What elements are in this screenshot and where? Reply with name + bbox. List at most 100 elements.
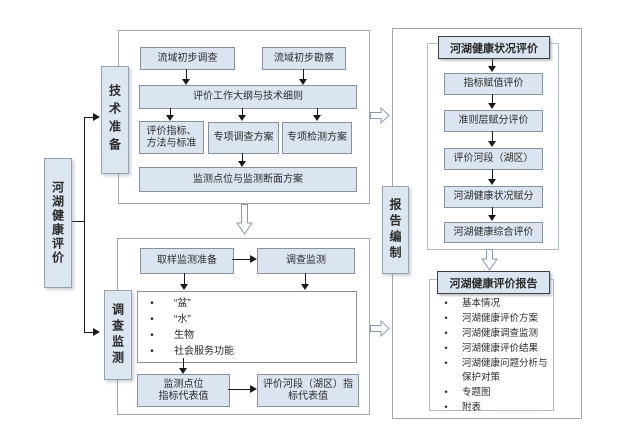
list-item: • 基本情况 (438, 297, 548, 311)
arrowhead-down (180, 284, 188, 290)
arrowhead-down (301, 284, 309, 290)
box-comprehensive-evaluation: 河湖健康综合评价 (444, 222, 543, 243)
arrowhead-down (488, 179, 496, 185)
connector-root-stem (70, 221, 84, 222)
box-preliminary-survey: 流域初步调查 (140, 47, 235, 70)
bullet-icon: • (444, 402, 448, 413)
stage-label-survey-monitoring: 调查监测 (104, 290, 132, 380)
arrowhead-down (488, 66, 496, 72)
list-item: • 生物 (144, 328, 362, 344)
box-special-survey-plan: 专项调查方案 (208, 122, 279, 154)
list-item-label: 社会服务功能 (174, 346, 234, 357)
box-health-status-score: 河湖健康状况赋分 (444, 186, 543, 208)
arrowhead-down (166, 115, 174, 121)
arrow-line (303, 69, 304, 79)
hollow-arrow-techprep-to-evaluation (370, 107, 390, 124)
arrow-line (186, 69, 187, 79)
list-item: • 专题图 (438, 386, 548, 400)
header-evaluation-report: 河湖健康评价报告 (437, 271, 550, 294)
bullet-icon: • (150, 330, 154, 341)
bullet-icon: • (150, 298, 154, 309)
list-item: • “盆” (144, 296, 362, 312)
arrow-line (183, 358, 184, 369)
arrow-line (317, 108, 318, 116)
root-node-river-lake-health-evaluation: 河湖健康评价 (44, 158, 72, 288)
list-item-label: 专题图 (462, 387, 491, 398)
arrowhead-down (313, 115, 321, 121)
bullet-icon: • (444, 298, 448, 309)
box-work-outline: 评价工作大纲与技术细则 (139, 85, 357, 109)
list-item-label: 河湖健康调查监测 (462, 328, 539, 339)
list-item: • 河湖健康问题分析与保护对策 (438, 357, 548, 385)
arrowhead-down (488, 141, 496, 147)
bullet-icon: • (444, 313, 448, 324)
arrow-line (492, 207, 493, 216)
arrowhead-down (238, 115, 246, 121)
list-item: •河湖健康评价方案 (438, 312, 548, 326)
bullet-icon: • (444, 343, 448, 354)
bullet-icon: • (444, 387, 448, 398)
arrowhead-to-survey (93, 328, 100, 336)
arrowhead-right (250, 385, 257, 393)
hollow-arrow-techprep-to-survey (236, 204, 253, 235)
arrow-line (170, 108, 171, 116)
arrow-line (228, 389, 250, 390)
list-item: • 河湖健康评价结果 (438, 342, 548, 356)
stage-label-report-compilation: 报告编制 (382, 186, 409, 274)
box-special-test-plan: 专项检测方案 (282, 122, 352, 154)
box-monitoring-plan: 监测点位与监测断面方案 (139, 167, 357, 192)
arrow-line (492, 58, 493, 67)
arrow-line (305, 273, 306, 285)
survey-aspect-list: • “盆” • “水” • 生物 • 社会服务功能 (144, 296, 362, 360)
list-item-label: 附表 (462, 402, 482, 413)
box-criteria-layer-scoring: 准则层赋分评价 (444, 110, 543, 132)
report-contents-panel (429, 279, 554, 411)
arrow-line (492, 131, 493, 142)
arrow-line (492, 169, 493, 180)
connector-to-survey (84, 332, 94, 333)
arrowhead-down (488, 103, 496, 109)
stage-label-tech-preparation: 技术准备 (101, 66, 129, 174)
arrow-line (492, 94, 493, 104)
box-reach-indicator-values: 评价河段（湖区）指 标代表值 (257, 374, 359, 407)
arrow-line (242, 153, 243, 162)
list-item: • 社会服务功能 (144, 344, 362, 360)
arrowhead-down (179, 368, 187, 374)
box-indicators-methods: 评价指标、 方法与标准 (139, 121, 204, 154)
box-preliminary-recon: 流域初步勘察 (262, 47, 346, 70)
arrowhead-down (238, 161, 246, 167)
hollow-arrow-evaluation-to-report (481, 249, 498, 271)
list-item: • 附表 (438, 401, 548, 415)
list-item-label: “盆” (174, 298, 191, 309)
connector-to-tech-prep (84, 117, 94, 118)
bullet-icon: • (150, 314, 154, 325)
list-item-label: 河湖健康问题分析与保护对策 (462, 358, 548, 383)
box-indicator-assignment: 指标赋值评价 (444, 73, 543, 95)
arrowhead-down (182, 79, 190, 85)
arrowhead-to-tech-prep (93, 113, 100, 121)
arrowhead-down (299, 79, 307, 85)
list-item-label: 基本情况 (462, 298, 501, 309)
box-evaluation-reach: 评价河段（湖区） (444, 148, 543, 170)
hollow-arrow-survey-to-report (370, 320, 390, 337)
arrow-line (242, 108, 243, 116)
list-item: • “水” (144, 312, 362, 328)
box-site-indicator-values: 监测点位 指标代表值 (137, 374, 230, 407)
bullet-icon: • (444, 328, 448, 339)
box-sampling-prep: 取样监测准备 (140, 248, 234, 274)
connector-root-branch (84, 117, 85, 333)
list-item-label: “水” (174, 314, 191, 325)
list-item: • 河湖健康调查监测 (438, 327, 548, 341)
box-survey-monitoring: 调查监测 (257, 248, 355, 274)
arrowhead-down (488, 215, 496, 221)
arrow-line (232, 259, 250, 260)
bullet-icon: • (444, 358, 448, 369)
box-survey-aspects: • “盆” • “水” • 生物 • 社会服务功能 (137, 291, 357, 363)
bullet-icon: • (150, 346, 154, 357)
arrow-line (184, 273, 185, 285)
header-health-status-evaluation: 河湖健康状况评价 (438, 36, 550, 59)
list-item-label: 河湖健康评价结果 (462, 343, 539, 354)
report-contents-list: •基本情况•河湖健康评价方案•河湖健康调查监测•河湖健康评价结果•河湖健康问题分… (438, 297, 548, 416)
list-item-label: 生物 (174, 330, 194, 341)
